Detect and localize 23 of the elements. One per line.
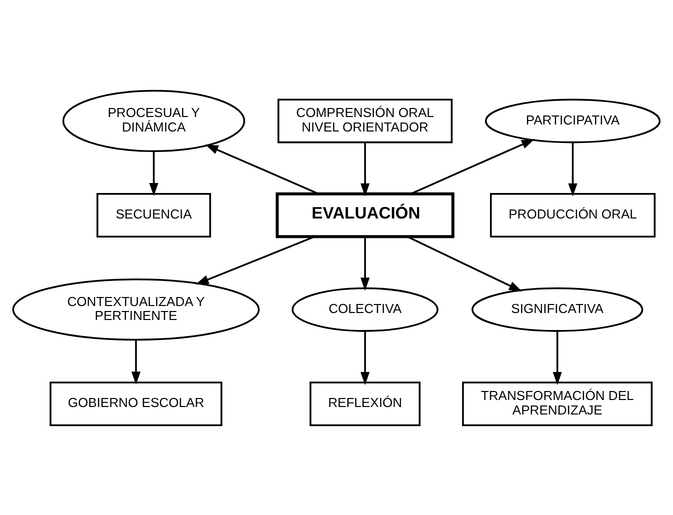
- node-box: REFLEXIÓN: [310, 381, 421, 426]
- node-box: PRODUCCIÓN ORAL: [490, 192, 656, 238]
- node-ellipse: PARTICIPATIVA: [484, 98, 661, 143]
- arrow: [205, 144, 319, 194]
- node-ellipse: PROCESUAL Y DINÁMICA: [62, 89, 246, 152]
- node-ellipse: SIGNIFICATIVA: [472, 286, 644, 332]
- arrow: [552, 330, 562, 385]
- node-box: COMPRENSIÓN ORAL NIVEL ORIENTADOR: [278, 98, 453, 143]
- node-box: GOBIERNO ESCOLAR: [50, 381, 222, 426]
- arrow: [360, 236, 370, 290]
- arrow: [360, 142, 370, 196]
- node-box: TRANSFORMACIÓN DEL APRENDIZAJE: [462, 381, 653, 426]
- node-ellipse: COLECTIVA: [292, 286, 438, 332]
- node-box: SECUENCIA: [96, 192, 212, 238]
- node-ellipse: CONTEXTUALIZADA Y PERTINENTE: [12, 278, 260, 340]
- arrow: [410, 138, 535, 194]
- arrow: [131, 339, 141, 384]
- arrow: [149, 150, 158, 196]
- arrow: [196, 236, 315, 284]
- arrow: [568, 142, 578, 196]
- node-box: EVALUACIÓN: [276, 192, 454, 238]
- arrow: [407, 236, 522, 292]
- arrow: [360, 330, 370, 385]
